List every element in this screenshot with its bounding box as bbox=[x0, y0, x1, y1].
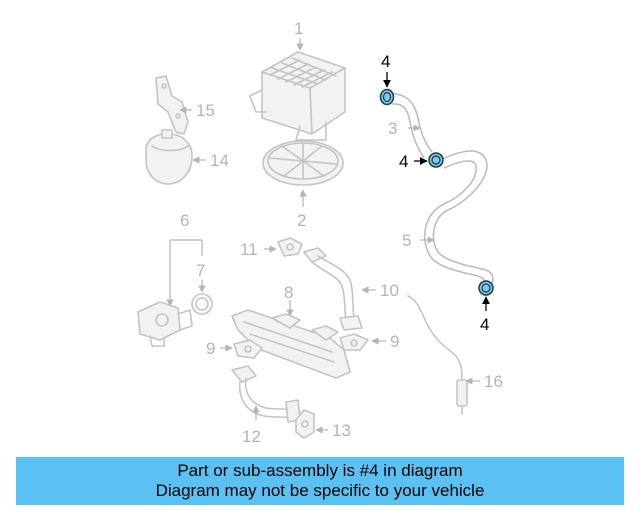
callout-9-left: 9 bbox=[206, 339, 215, 358]
callout-16: 16 bbox=[484, 372, 503, 391]
part-2-filter-element bbox=[262, 140, 344, 186]
part-6-valve bbox=[137, 301, 193, 347]
callout-1: 1 bbox=[294, 19, 303, 38]
callout-8: 8 bbox=[284, 283, 293, 302]
part-8-egr-cooler bbox=[231, 309, 351, 379]
callout-13: 13 bbox=[332, 421, 351, 440]
part-15-bracket bbox=[155, 75, 189, 135]
part-14-reservoir bbox=[145, 129, 193, 185]
callout-15: 15 bbox=[196, 101, 215, 120]
callout-7: 7 bbox=[196, 261, 205, 280]
banner-line-disclaimer: Diagram may not be specific to your vehi… bbox=[155, 481, 485, 500]
callout-14: 14 bbox=[210, 151, 229, 170]
banner-line-part: Part or sub-assembly is #4 in diagram bbox=[177, 461, 463, 480]
part-13-gasket bbox=[295, 409, 315, 439]
callout-11: 11 bbox=[240, 240, 258, 259]
part-11-gasket bbox=[277, 237, 303, 257]
info-banner: Part or sub-assembly is #4 in diagram Di… bbox=[16, 457, 624, 505]
part-12-pipe bbox=[231, 365, 301, 423]
callout-10: 10 bbox=[380, 281, 399, 300]
part-16-sensor-line bbox=[407, 295, 468, 415]
callout-4-bottom: 4 bbox=[480, 315, 489, 334]
callout-5: 5 bbox=[402, 231, 411, 250]
callout-4-top: 4 bbox=[381, 52, 390, 71]
part-10-egr-pipe bbox=[303, 247, 363, 331]
part-4-clamp-middle bbox=[428, 152, 444, 168]
callout-4-middle: 4 bbox=[399, 152, 408, 171]
parts-diagram: 1 2 3 5 4 4 4 15 bbox=[137, 19, 503, 446]
callout-9-right: 9 bbox=[390, 332, 399, 351]
callout-6: 6 bbox=[180, 211, 189, 230]
callout-3: 3 bbox=[388, 119, 397, 138]
part-4-clamp-bottom bbox=[478, 280, 494, 296]
part-7-o-ring bbox=[191, 293, 213, 315]
part-5-hose bbox=[423, 150, 494, 291]
callout-12: 12 bbox=[242, 427, 261, 446]
part-3-hose bbox=[385, 92, 433, 159]
part-1-filter-housing bbox=[249, 51, 346, 141]
callout-2: 2 bbox=[297, 211, 306, 230]
part-9-gasket-left bbox=[233, 339, 263, 359]
part-9-gasket-right bbox=[339, 333, 369, 351]
part-4-clamp-top bbox=[379, 88, 395, 106]
